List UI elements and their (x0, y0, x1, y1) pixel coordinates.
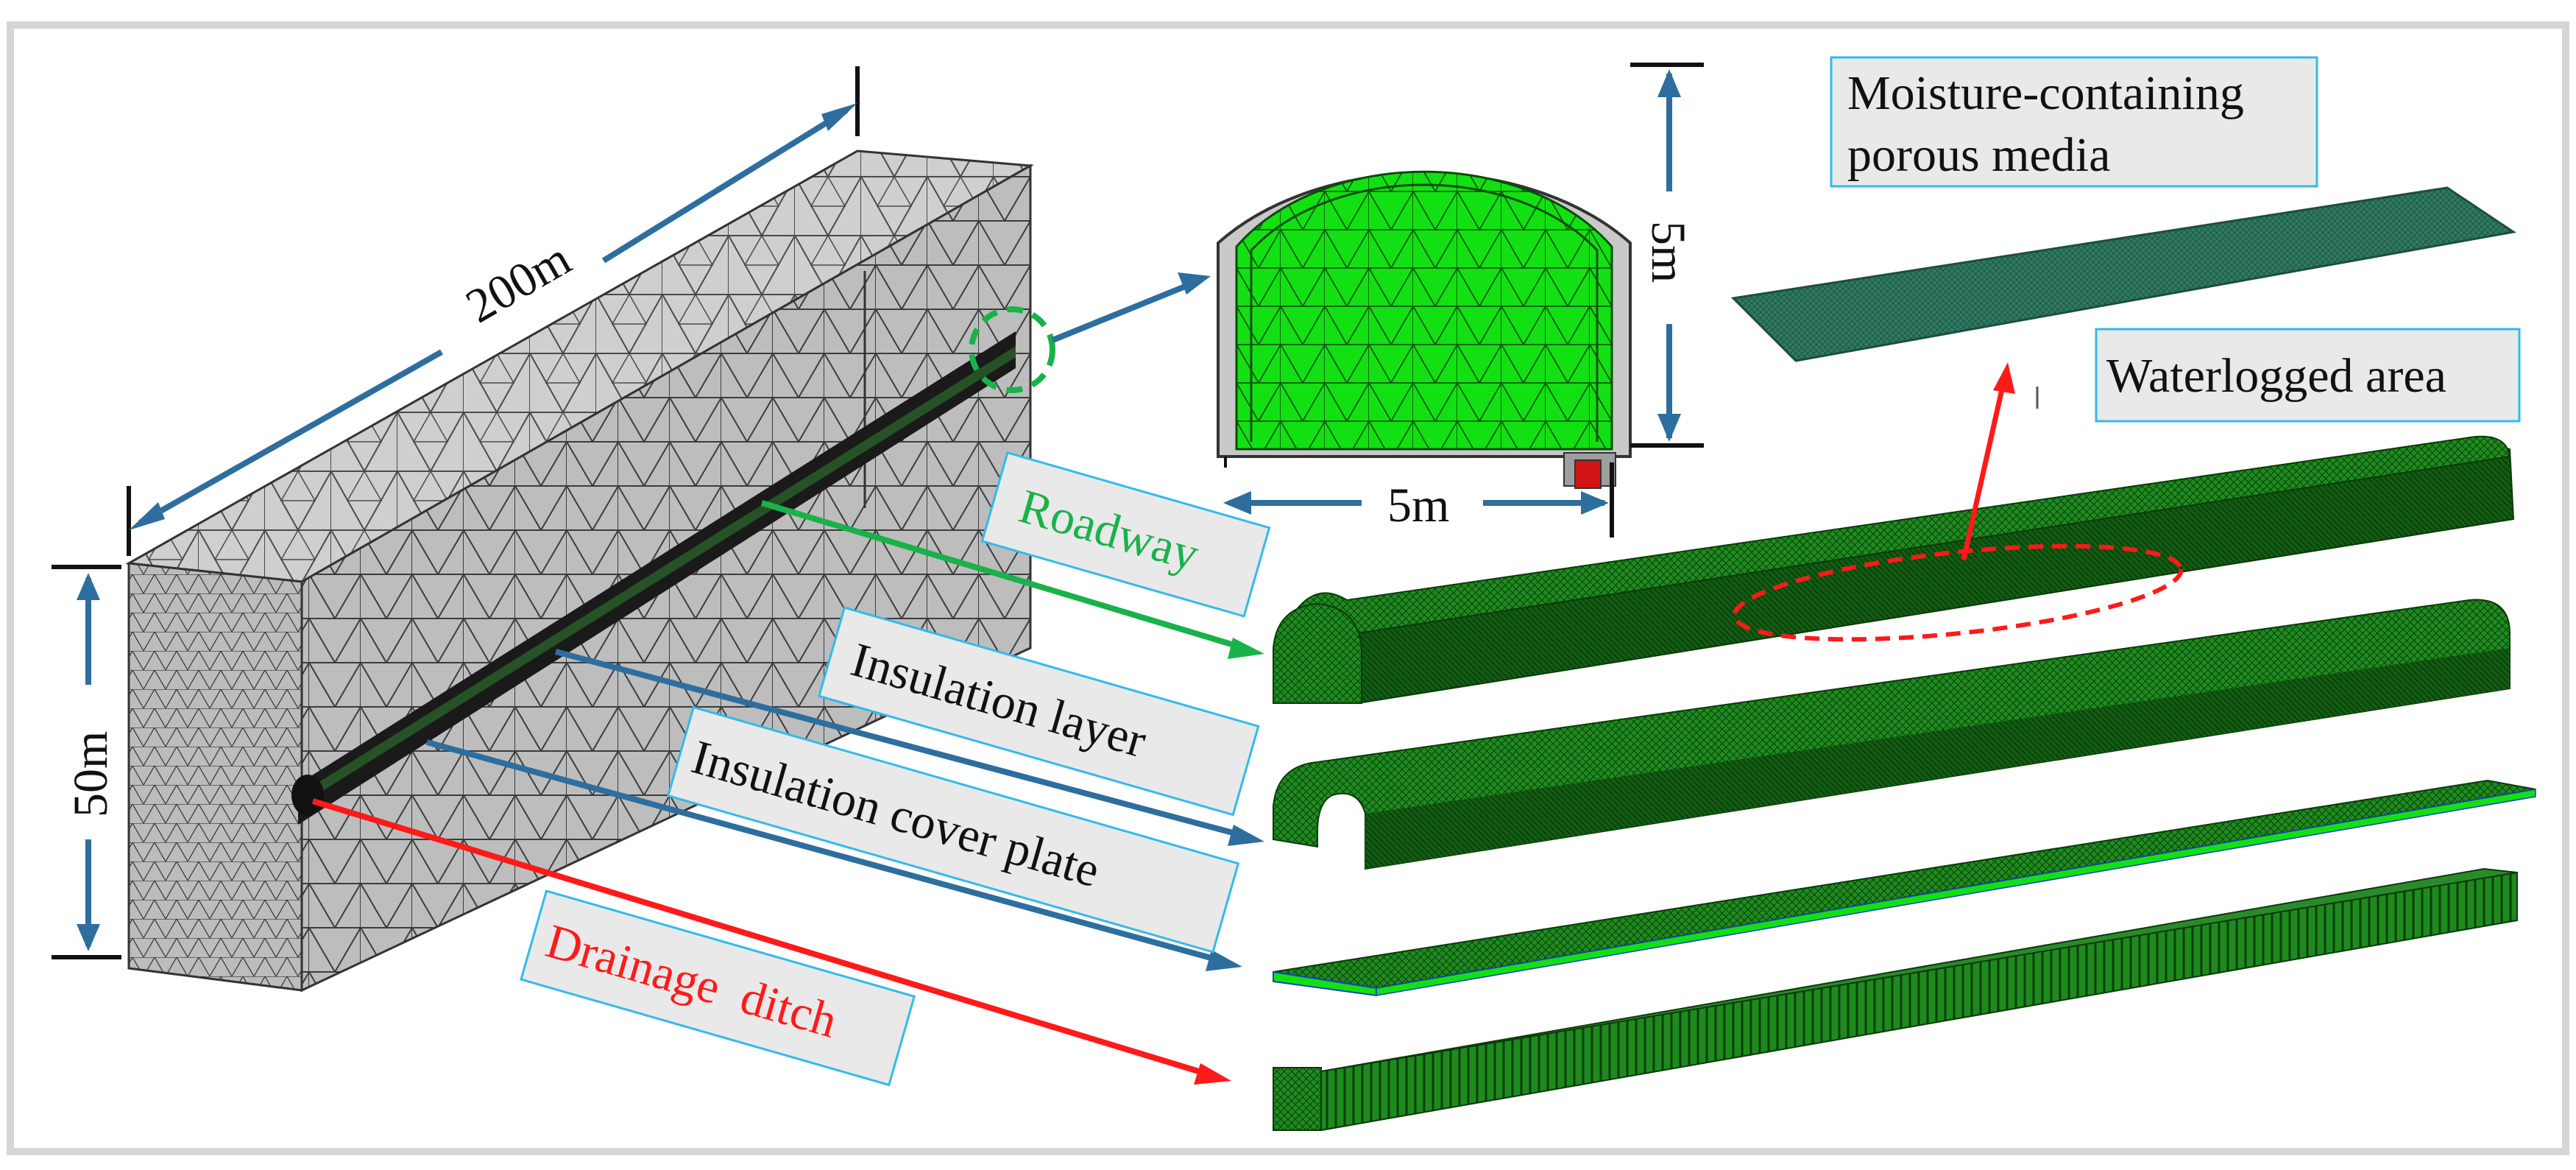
dimension-50m-label: 50m (64, 731, 118, 817)
waterlogged-area-marker (1732, 543, 2184, 642)
roadway-component (1273, 435, 2515, 705)
section-connector-arrow (1051, 272, 1211, 343)
waterlogged-label: Waterlogged area (2106, 349, 2446, 403)
roadway-end-face (1273, 602, 1362, 704)
waterlogged-pointer-arrow (1961, 382, 2006, 560)
roadway-pointer-arrow (760, 500, 1245, 651)
dimension-section-width: 5m (1223, 462, 1614, 538)
drainage-pointer-arrow (311, 798, 1212, 1078)
dimension-section-height: 5m (1630, 63, 1704, 448)
block-end-face (127, 562, 303, 992)
insulation-layer-side (1365, 648, 2510, 869)
section-marker-circle (969, 306, 1055, 393)
porous-media-label-line2: porous media (1847, 128, 2110, 182)
cover-plate-label-box (666, 705, 1240, 954)
roadway-body-top (1294, 435, 2511, 635)
waterlogged-label-box (2095, 328, 2521, 423)
cover-plate-component (1273, 779, 2536, 997)
pointer-arrows (311, 362, 2015, 1085)
porous-media-plate (1730, 186, 2516, 362)
insulation-layer-label-box (818, 606, 1260, 817)
section-roadway-mesh (1235, 170, 1613, 451)
roadway-cross-section (1217, 170, 1632, 489)
dimension-section-height-label: 5m (1641, 221, 1695, 283)
section-insulation-line (1250, 183, 1599, 442)
porous-media-component: Moisture-containing porous media (1730, 56, 2516, 362)
porous-media-label-box (1830, 56, 2318, 188)
cover-plate-edge (1376, 789, 2536, 996)
drainage-ditch-component (1273, 867, 2518, 1132)
roadway-label-box (980, 451, 1271, 618)
dimension-section-width-label: 5m (1387, 479, 1449, 532)
drainage-label-box (520, 889, 916, 1087)
cover-plate-pointer-arrow (425, 739, 1223, 964)
dimension-50m: 50m (52, 565, 121, 959)
roadway-channel-highlight (298, 346, 1016, 806)
roadway-opening (291, 775, 324, 816)
porous-media-label-line1: Moisture-containing (1847, 66, 2244, 120)
ditch-end-face (1273, 1067, 1322, 1131)
insulation-layer-pointer-arrow (554, 649, 1245, 839)
section-drainage-ditch (1574, 459, 1602, 489)
insulation-layer-component (1273, 599, 2510, 870)
waterlogged-label-group: Waterlogged area (2036, 328, 2521, 423)
block-model (125, 149, 1055, 993)
